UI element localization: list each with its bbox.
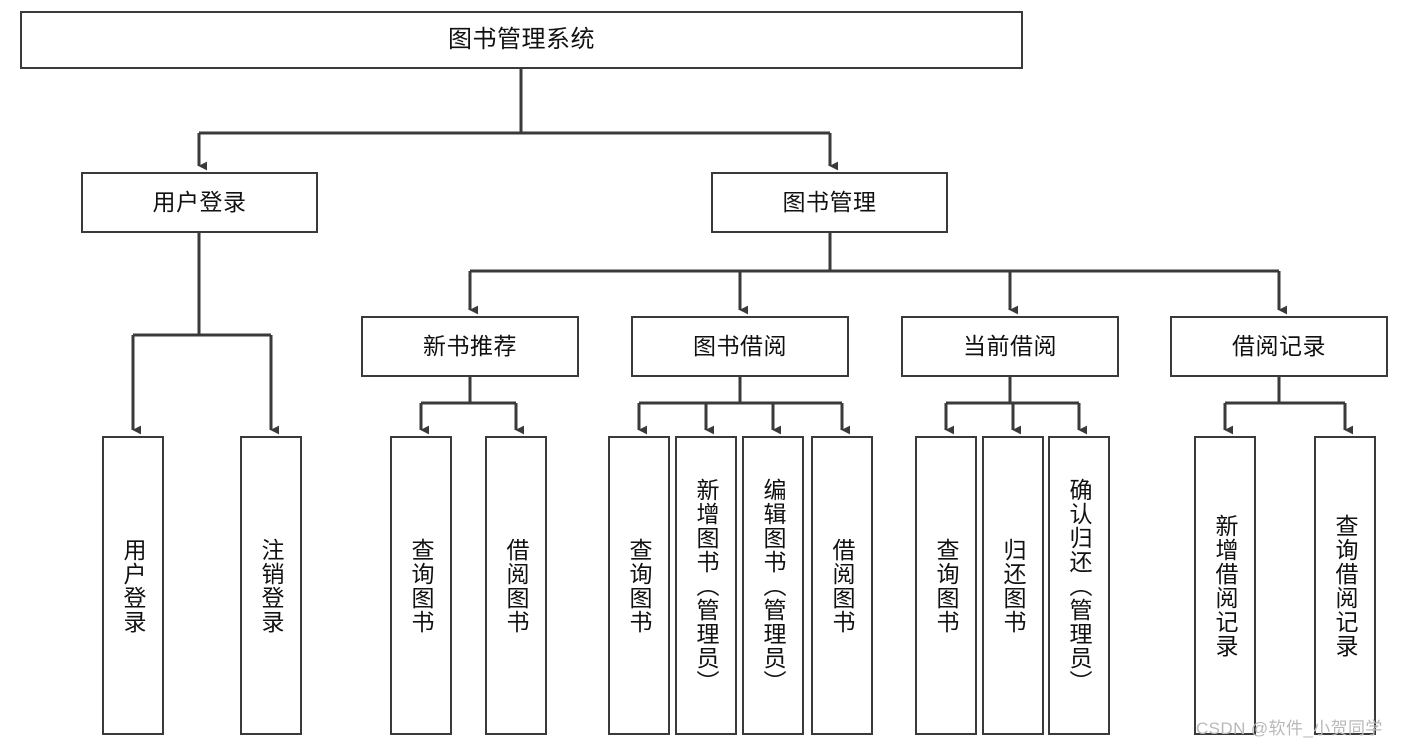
node-book-management[interactable]: 图书管理 [711, 172, 948, 233]
leaf-recommend-borrow-book[interactable]: 借阅图书 [485, 436, 547, 735]
leaf-user-login-login[interactable]: 用户登录 [102, 436, 164, 735]
leaf-current-query-book[interactable]: 查询图书 [915, 436, 977, 735]
leaf-borrow-edit-book-admin[interactable]: 编辑图书（管理员） [742, 436, 804, 735]
leaf-record-query-record[interactable]: 查询借阅记录 [1314, 436, 1376, 735]
csdn-watermark: CSDN @软件_小贺同学 [1196, 719, 1383, 738]
leaf-record-add-record[interactable]: 新增借阅记录 [1194, 436, 1256, 735]
leaf-current-return-book[interactable]: 归还图书 [982, 436, 1044, 735]
node-borrow-record[interactable]: 借阅记录 [1170, 316, 1388, 377]
node-book-borrow[interactable]: 图书借阅 [631, 316, 849, 377]
node-user-login[interactable]: 用户登录 [81, 172, 318, 233]
node-root-system[interactable]: 图书管理系统 [20, 11, 1023, 69]
leaf-recommend-query-book[interactable]: 查询图书 [390, 436, 452, 735]
leaf-borrow-borrow-book[interactable]: 借阅图书 [811, 436, 873, 735]
node-current-borrow[interactable]: 当前借阅 [901, 316, 1119, 377]
leaf-current-confirm-return-admin[interactable]: 确认归还（管理员） [1048, 436, 1110, 735]
leaf-borrow-query-book[interactable]: 查询图书 [608, 436, 670, 735]
node-new-book-recommend[interactable]: 新书推荐 [361, 316, 579, 377]
leaf-user-login-logout[interactable]: 注销登录 [240, 436, 302, 735]
leaf-borrow-add-book-admin[interactable]: 新增图书（管理员） [675, 436, 737, 735]
